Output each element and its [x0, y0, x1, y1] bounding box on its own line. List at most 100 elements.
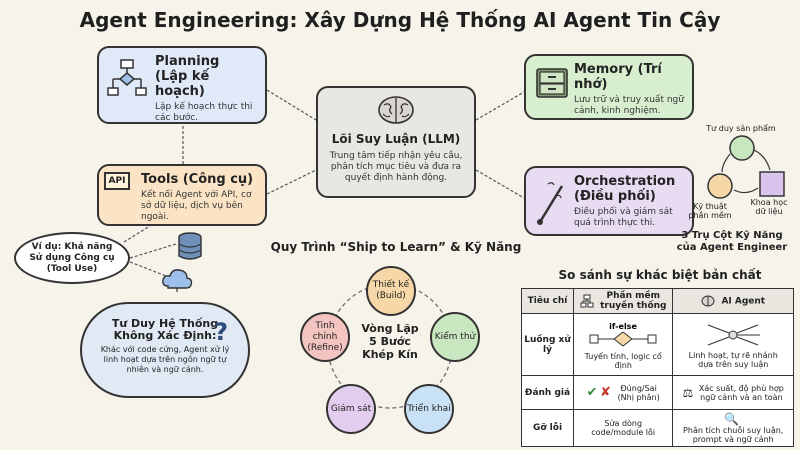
planning-desc: Lập kế hoạch thực thi các bước.: [155, 102, 253, 123]
header-agent: AI Agent: [672, 288, 794, 314]
if-else-label: if-else: [609, 322, 637, 331]
comparison-table: Tiêu chí Phần mềm truyền thống AI Agent …: [521, 288, 794, 447]
cycle-node-build: Thiết kế (Build): [366, 266, 416, 316]
pillars-title: 3 Trụ Cột Kỹ Năng của Agent Engineer: [664, 230, 800, 254]
row-debug: Gỡ lỗi Sửa dòng code/module lỗi 🔍 Phân t…: [521, 409, 794, 447]
header-software: Phần mềm truyền thống: [572, 288, 674, 314]
software-flow-icon: [580, 294, 594, 308]
row-eval-software-2: (Nhị phân): [617, 392, 660, 402]
pillar-software-label: Kỹ thuật phần mềm: [688, 202, 732, 220]
pillar-product-label: Tư duy sản phẩm: [706, 124, 776, 133]
refine-label-2: (Refine): [307, 342, 343, 353]
planning-card: Planning (Lập kế hoạch) Lập kế hoạch thự…: [97, 46, 267, 124]
tools-title: Tools (Công cụ): [141, 172, 254, 187]
orchestration-card: Orchestration (Điều phối) Điều phối và g…: [524, 166, 694, 236]
cycle-center-1: Vòng Lặp: [361, 322, 419, 335]
brain-small-icon: [701, 295, 715, 307]
adaptive-desc: Khác với code cứng, Agent xử lý linh hoạ…: [100, 345, 230, 374]
cabinet-icon: [536, 68, 568, 98]
flowchart-icon: [107, 59, 147, 96]
refine-label-1: Tinh chỉnh: [312, 320, 338, 342]
row-eval: Đánh giá ✔ ✘ Đúng/Sai (Nhị phân) ⚖ Xác s…: [521, 375, 794, 410]
row-debug-agent-2: prompt và ngữ cảnh: [692, 435, 774, 444]
row-flow-label: Luồng xử lý: [521, 313, 574, 376]
magnifier-icon: 🔍: [724, 412, 740, 426]
baton-icon: [537, 182, 564, 225]
deploy-label: Triển khai: [407, 403, 451, 414]
row-eval-label: Đánh giá: [521, 375, 574, 410]
build-label-1: Thiết kế: [372, 280, 410, 290]
adaptive-title-2: Không Xác Định:: [113, 329, 217, 342]
pillars-title-2: của Agent Engineer: [676, 242, 788, 253]
check-icon: ✔: [586, 385, 598, 400]
cycle-node-monitor: Giám sát: [326, 384, 376, 434]
database-icon: [178, 232, 202, 260]
tool-use-bubble: Ví dụ: Khả năng Sử dụng Công cụ (Tool Us…: [14, 232, 130, 284]
ship-to-learn-title: Quy Trình “Ship to Learn” & Kỹ Năng: [270, 240, 522, 254]
tool-use-line3: (Tool Use): [46, 263, 98, 274]
pillar-data-1: Khoa học: [750, 198, 788, 207]
row-flow-software-text: Tuyến tính, logic cố định: [584, 351, 662, 370]
adaptive-thinking-cloud: Tư Duy Hệ Thống Không Xác Định: ? Khác v…: [80, 302, 250, 398]
tools-card: API Tools (Công cụ) Kết nối Agent với AP…: [97, 164, 267, 226]
pillar-software-2: phần mềm: [688, 211, 732, 220]
tool-use-line1: Ví dụ: Khả năng: [31, 241, 113, 252]
orchestration-subtitle: (Điều phối): [574, 189, 656, 204]
header-criteria: Tiêu chí: [521, 288, 574, 314]
adaptive-title-1: Tư Duy Hệ Thống: [111, 317, 219, 330]
row-eval-software: ✔ ✘ Đúng/Sai (Nhị phân): [572, 375, 674, 410]
pillar-software-1: Kỹ thuật: [693, 202, 727, 211]
llm-card: Lõi Suy Luận (LLM) Trung tâm tiếp nhận y…: [316, 86, 476, 198]
monitor-label: Giám sát: [330, 403, 372, 414]
row-debug-agent-1: Phân tích chuỗi suy luận,: [683, 426, 784, 435]
row-debug-agent: 🔍 Phân tích chuỗi suy luận, prompt và ng…: [672, 409, 794, 447]
row-debug-software: Sửa dòng code/module lỗi: [572, 409, 674, 447]
orchestration-title: Orchestration: [574, 174, 676, 189]
llm-title: Lõi Suy Luận (LLM): [331, 132, 461, 146]
row-eval-agent: ⚖ Xác suất, độ phù hợp ngữ cảnh và an to…: [672, 375, 794, 410]
question-mark-icon: ?: [214, 318, 228, 346]
orchestration-desc: Điều phối và giám sát quá trình thực thi…: [574, 207, 673, 228]
comparison-header-row: Tiêu chí Phần mềm truyền thống AI Agent: [521, 288, 794, 314]
memory-desc: Lưu trữ và truy xuất ngữ cảnh, kinh nghi…: [574, 95, 684, 116]
row-eval-agent-1: Xác suất, độ phù hợp: [698, 383, 784, 393]
if-else-diagram: if-else: [589, 322, 657, 347]
cycle-node-refine: Tinh chỉnh (Refine): [300, 312, 350, 362]
tools-desc: Kết nối Agent với API, cơ sở dữ liệu, dị…: [141, 190, 252, 222]
row-flow-agent: Linh hoạt, tự rẽ nhánh dựa trên suy luận: [672, 313, 794, 376]
build-label-2: (Build): [376, 291, 406, 301]
pillars-title-1: 3 Trụ Cột Kỹ Năng: [681, 230, 783, 241]
planning-title: Planning: [155, 54, 220, 69]
comparison-title: So sánh sự khác biệt bản chất: [558, 268, 762, 282]
api-icon: API: [104, 172, 130, 190]
llm-desc: Trung tâm tiếp nhận yêu cầu, phân tích m…: [329, 151, 463, 183]
page-title: Agent Engineering: Xây Dựng Hệ Thống AI …: [79, 8, 721, 32]
cross-icon: ✘: [600, 385, 612, 400]
pillar-data-2: dữ liệu: [755, 207, 783, 216]
row-flow-agent-2: dựa trên suy luận: [698, 359, 769, 369]
brain-icon: [378, 96, 414, 124]
header-agent-label: AI Agent: [721, 296, 766, 307]
row-flow-software: if-else Tuyến tính, logic cố định: [572, 313, 674, 376]
memory-title: Memory (Trí nhớ): [574, 62, 662, 92]
cycle-center-label: Vòng Lặp 5 Bước Khép Kín: [350, 322, 430, 361]
header-software-2: truyền thống: [600, 301, 667, 311]
row-debug-label: Gỡ lỗi: [521, 409, 574, 447]
row-debug-software-2: code/module lỗi: [591, 428, 656, 437]
test-label: Kiểm thử: [434, 331, 476, 342]
pillar-data-label: Khoa học dữ liệu: [744, 198, 794, 216]
cycle-center-3: Khép Kín: [362, 348, 418, 361]
row-eval-agent-2: ngữ cảnh và an toàn: [700, 392, 783, 402]
scale-icon: ⚖: [682, 385, 694, 400]
header-software-1: Phần mềm: [606, 291, 661, 301]
branching-diagram: [708, 324, 761, 345]
row-eval-software-1: Đúng/Sai: [620, 383, 657, 393]
cycle-node-deploy: Triển khai: [404, 384, 454, 434]
tool-use-line2: Sử dụng Công cụ: [29, 252, 115, 263]
cycle-node-test: Kiểm thử: [430, 312, 480, 362]
memory-card: Memory (Trí nhớ) Lưu trữ và truy xuất ng…: [524, 54, 694, 120]
cloud-icon: [162, 269, 193, 292]
planning-subtitle: (Lập kế hoạch): [155, 69, 210, 99]
pillars-diagram: [707, 135, 785, 199]
